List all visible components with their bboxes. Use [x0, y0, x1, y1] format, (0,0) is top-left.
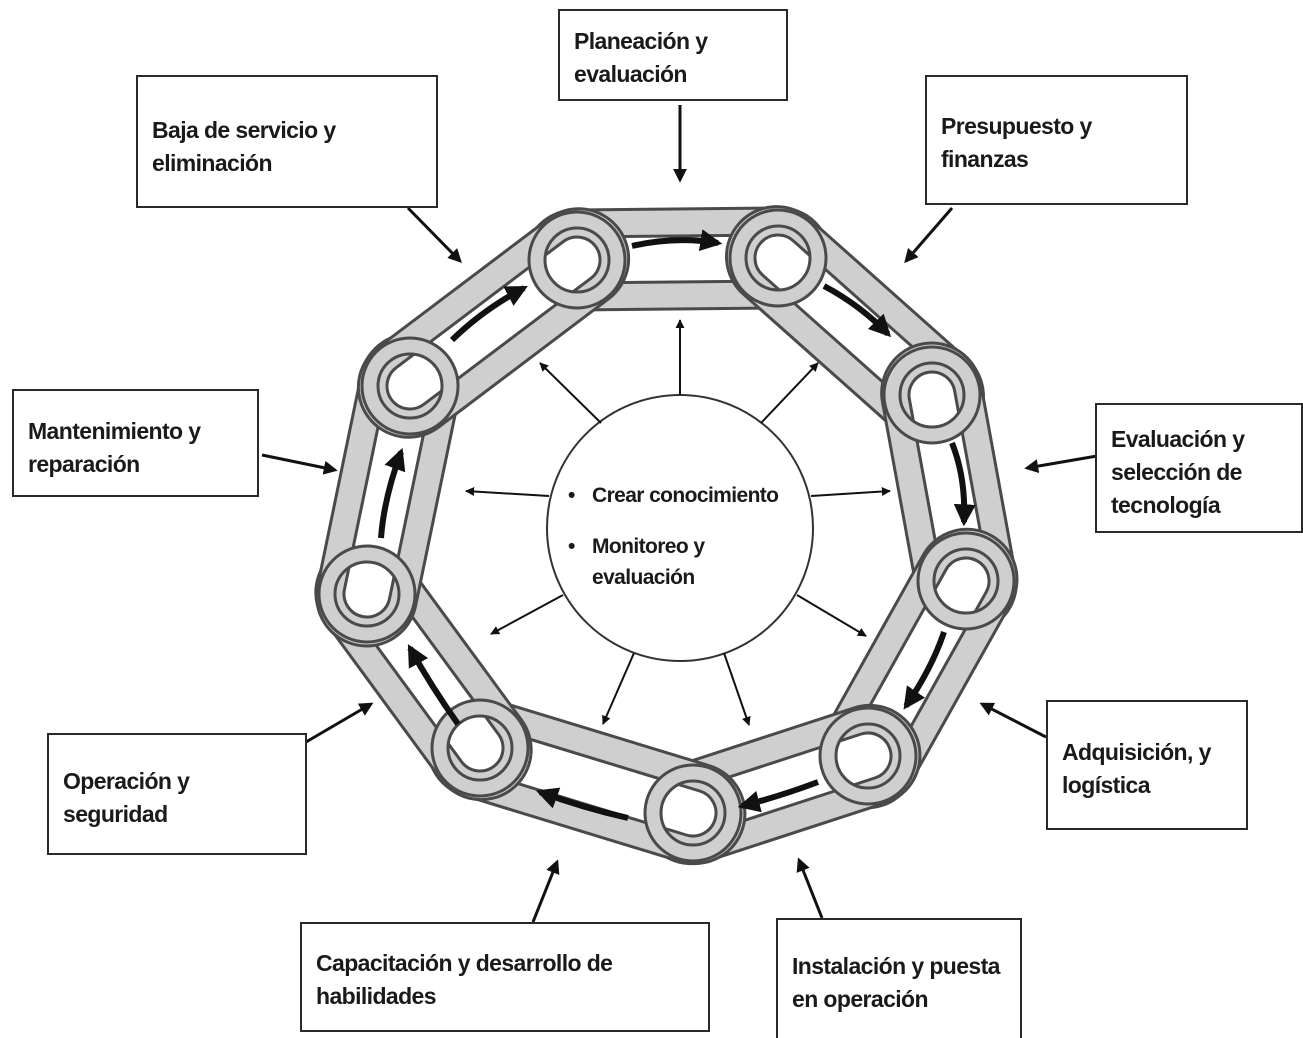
- flow-arrow: [378, 447, 406, 539]
- chain-ring: [529, 212, 625, 308]
- input-arrow: [904, 207, 954, 264]
- flow-arrow: [407, 644, 461, 726]
- stage-planeacion-box: Planeación y evaluación: [558, 9, 788, 101]
- chain-ring-outline: [916, 531, 1016, 631]
- chain-ring: [432, 700, 528, 796]
- stage-evaluacion-tecnologia-line3: tecnología: [1111, 492, 1221, 518]
- stage-operacion-line1: Operación y: [63, 768, 190, 794]
- chain-ring-outline: [882, 345, 982, 445]
- chain-ring-outline: [643, 763, 743, 863]
- stage-planeacion-line2: evaluación: [574, 61, 687, 87]
- stage-mantenimiento-line1: Mantenimiento y: [28, 418, 201, 444]
- stage-baja-line1: Baja de servicio y: [152, 117, 336, 143]
- input-arrows: [261, 105, 1098, 923]
- stage-baja-line2: eliminación: [152, 150, 273, 176]
- chain-ring-inner: [932, 547, 1000, 615]
- stage-adquisicion-line1: Adquisición, y: [1062, 739, 1211, 765]
- radial-arrow: [465, 486, 550, 497]
- stage-instalacion-line2: en operación: [792, 986, 929, 1012]
- input-arrow: [1024, 454, 1098, 474]
- chain-ring: [362, 338, 458, 434]
- stage-planeacion-line1: Planeación y: [574, 28, 708, 54]
- center-circle: [546, 394, 814, 662]
- chain-ring-inner: [376, 352, 444, 420]
- radial-arrows: [465, 319, 891, 726]
- chain-ring-inner: [834, 722, 902, 790]
- stage-adquisicion-line2: logística: [1062, 772, 1151, 798]
- flow-arrow: [631, 229, 723, 252]
- chain-ring: [918, 533, 1014, 629]
- center-bullet-1: •: [568, 484, 575, 507]
- input-arrow: [406, 206, 462, 263]
- stage-capacitacion-line1: Capacitación y desarrollo de: [316, 950, 613, 976]
- flow-arrows: [378, 229, 976, 821]
- radial-arrow: [539, 362, 602, 424]
- center-item2-line2: evaluación: [592, 566, 695, 589]
- stage-instalacion-line1: Instalación y puesta: [792, 953, 1000, 979]
- chain-ring-inner: [543, 226, 611, 294]
- stage-mantenimiento-line2: reparación: [28, 451, 140, 477]
- stage-operacion-line2: seguridad: [63, 801, 168, 827]
- stage-presupuesto-line2: finanzas: [941, 146, 1029, 172]
- flow-arrow: [737, 779, 820, 813]
- flow-arrow: [449, 285, 528, 343]
- stage-capacitacion-box: Capacitación y desarrollo de habilidades: [300, 922, 710, 1032]
- input-arrow: [979, 702, 1047, 739]
- stage-evaluacion-tecnologia-box: Evaluación y selección de tecnología: [1095, 403, 1303, 533]
- chain-ring-outline: [430, 698, 530, 798]
- center-item2-line1: Monitoreo y: [592, 535, 705, 558]
- stage-adquisicion-box: Adquisición, y logística: [1046, 700, 1248, 830]
- chain-ring-inner: [659, 779, 727, 847]
- radial-arrow: [760, 362, 819, 424]
- stage-baja-box: Baja de servicio y eliminación: [136, 75, 438, 208]
- chain-ring: [730, 210, 826, 306]
- chain-ring-outline: [527, 210, 627, 310]
- input-arrow: [305, 702, 374, 744]
- radial-arrow: [723, 652, 751, 726]
- radial-arrow: [602, 652, 635, 725]
- chain-ring: [319, 546, 415, 642]
- chain-ring-outline: [360, 336, 460, 436]
- input-arrow: [796, 857, 824, 919]
- chain-ring-outline: [317, 544, 417, 644]
- stage-instalacion-box: Instalación y puesta en operación: [776, 918, 1022, 1038]
- stage-presupuesto-box: Presupuesto y finanzas: [925, 75, 1188, 205]
- chain-ring-inner: [744, 224, 812, 292]
- input-arrow: [261, 453, 338, 475]
- center-item1-label: Crear conocimiento: [592, 484, 779, 507]
- chain-ring: [645, 765, 741, 861]
- stage-presupuesto-line1: Presupuesto y: [941, 113, 1092, 139]
- chain-ring-inner: [333, 560, 401, 628]
- radial-arrow: [490, 594, 564, 635]
- radial-arrow: [796, 594, 867, 637]
- chain-ring-outline: [818, 706, 918, 806]
- radial-arrow: [810, 487, 891, 497]
- chain-ring: [884, 347, 980, 443]
- chain-ring-outline: [728, 208, 828, 308]
- stage-evaluacion-tecnologia-line2: selección de: [1111, 459, 1242, 485]
- chain-ring-inner: [446, 714, 514, 782]
- chain-ring: [820, 708, 916, 804]
- flow-arrow: [949, 441, 976, 527]
- stage-evaluacion-tecnologia-line1: Evaluación y: [1111, 426, 1245, 452]
- flow-arrow: [535, 787, 629, 821]
- stage-mantenimiento-box: Mantenimiento y reparación: [12, 389, 259, 497]
- input-arrow: [531, 859, 560, 923]
- stage-operacion-box: Operación y seguridad: [47, 733, 307, 855]
- center-bullet-2: •: [568, 535, 575, 558]
- chain-ring-inner: [898, 361, 966, 429]
- flow-arrow: [903, 631, 947, 710]
- flow-arrow: [822, 283, 892, 338]
- stage-capacitacion-line2: habilidades: [316, 983, 437, 1009]
